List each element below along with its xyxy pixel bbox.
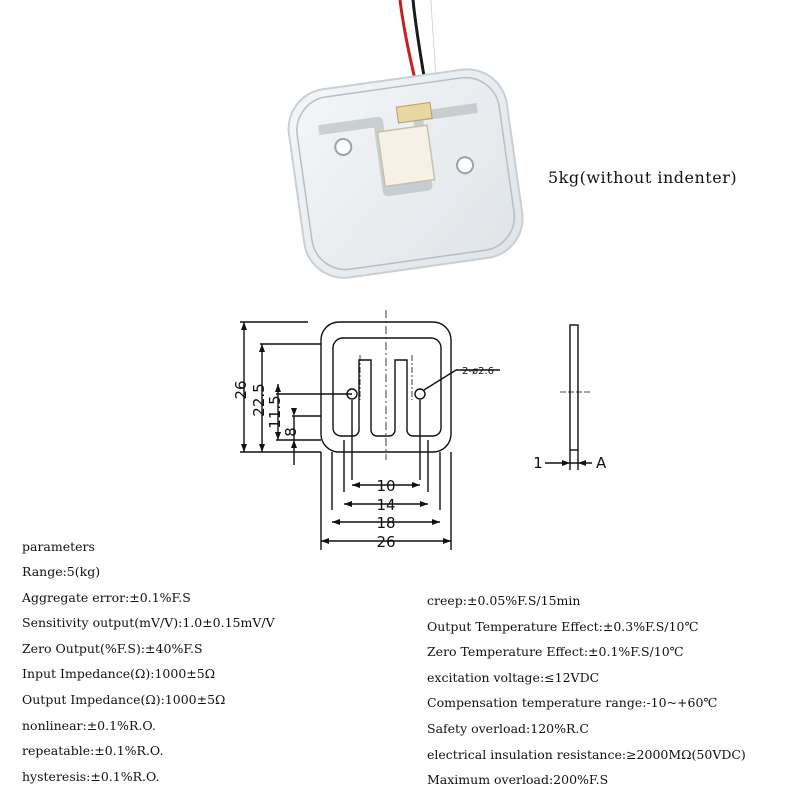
hole-note: 2-ø2.6 <box>462 366 494 377</box>
param-maximum-overload: Maximum overload:200%F.S <box>427 772 609 788</box>
param-compensation-temperature-range: Compensation temperature range:-10~+60℃ <box>427 695 718 711</box>
dim-width-14: 14 <box>376 496 395 514</box>
param-safety-overload: Safety overload:120%R.C <box>427 720 589 736</box>
param-creep: creep:±0.05%F.S/15min <box>427 593 581 608</box>
solder-pad <box>395 101 433 124</box>
mounting-hole-left <box>334 137 353 156</box>
dim-thickness: 1 <box>533 454 543 472</box>
param-insulation-resistance: electrical insulation resistance:≥2000MΩ… <box>427 746 746 762</box>
dimension-drawing: 26 22.5 11.5 8 10 14 18 26 1 A 2-ø2.6 <box>200 300 620 552</box>
load-cell-photo <box>255 0 535 300</box>
param-excitation-voltage: excitation voltage:≤12VDC <box>427 669 600 685</box>
dim-width-10: 10 <box>376 477 395 495</box>
param-zero-temperature-effect: Zero Temperature Effect:±0.1%F.S/10℃ <box>427 644 684 660</box>
dim-width-18: 18 <box>376 514 395 532</box>
dim-height-22-5: 22.5 <box>250 383 268 416</box>
parameters-title: parameters <box>22 539 95 554</box>
dim-height-11-5: 11.5 <box>266 395 284 428</box>
strain-gauge <box>376 124 436 188</box>
dim-height-8: 8 <box>282 427 300 437</box>
param-hysteresis: hysteresis:±0.1%R.O. <box>22 768 160 784</box>
view-label: A <box>596 454 607 472</box>
parameters-left-column: Range:5(kg) Aggregate error:±0.1%F.S Sen… <box>22 559 275 789</box>
side-view <box>569 324 579 451</box>
dim-height-26: 26 <box>232 380 250 399</box>
param-repeatable: repeatable:±0.1%R.O. <box>22 743 164 759</box>
photo-caption: 5kg(without indenter) <box>548 168 738 187</box>
param-sensitivity-output: Sensitivity output(mV/V):1.0±0.15mV/V <box>22 615 275 631</box>
mounting-hole-right <box>456 156 475 175</box>
dim-width-26: 26 <box>376 533 395 551</box>
parameters-right-column: creep:±0.05%F.S/15min Output Temperature… <box>427 588 746 793</box>
param-aggregate-error: Aggregate error:±0.1%F.S <box>22 589 191 605</box>
param-output-impedance: Output Impedance(Ω):1000±5Ω <box>22 691 226 707</box>
param-nonlinear: nonlinear:±0.1%R.O. <box>22 717 156 733</box>
param-output-temperature-effect: Output Temperature Effect:±0.3%F.S/10℃ <box>427 618 699 634</box>
load-cell-image <box>287 0 524 279</box>
param-zero-output: Zero Output(%F.S):±40%F.S <box>22 640 203 656</box>
param-input-impedance: Input Impedance(Ω):1000±5Ω <box>22 666 216 682</box>
dimension-drawing-svg: 26 22.5 11.5 8 10 14 18 26 1 A 2-ø2.6 <box>232 310 607 551</box>
param-range: Range:5(kg) <box>22 564 101 579</box>
